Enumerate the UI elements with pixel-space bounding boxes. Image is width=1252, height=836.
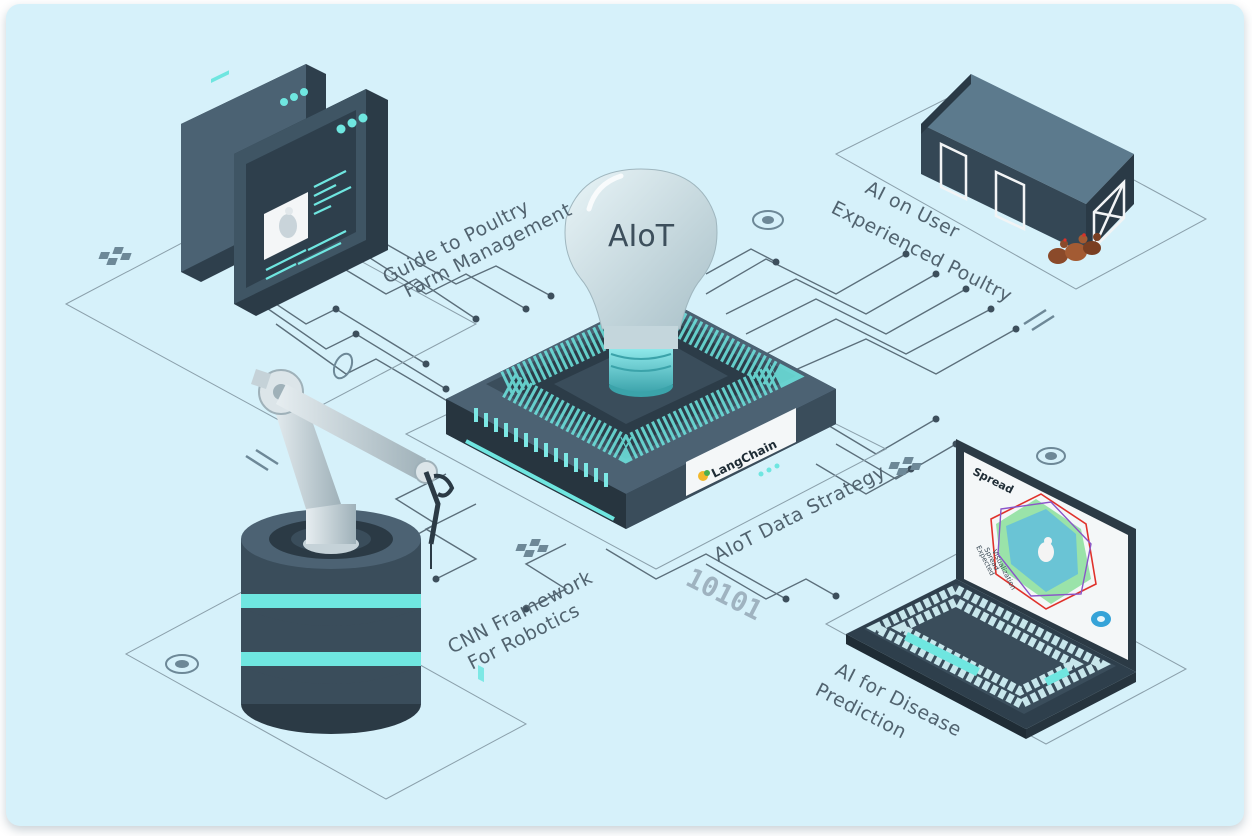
decorative-dashes: [245, 308, 1055, 472]
barn-icon: [921, 74, 1134, 264]
center-label: AIoT: [608, 219, 675, 254]
chip-pins: [478, 664, 484, 683]
hen-icons: [1048, 233, 1101, 264]
decorative-rings: [165, 210, 1066, 674]
diagram-canvas: LangChain AIoT: [6, 4, 1244, 826]
brand-logo-icon: [698, 470, 710, 481]
label-cnn: CNN Framework For Robotics: [444, 566, 596, 674]
browser-windows-icon: [181, 64, 388, 316]
binary-label: 10101: [681, 563, 767, 628]
label-data-strategy: AIoT Data Strategy: [710, 461, 889, 567]
robot-arm-icon: [241, 369, 455, 734]
label-guide: Guide to Poultry Farm Management: [379, 196, 575, 303]
decorative-tiles: [98, 247, 922, 557]
lightbulb-icon: AIoT: [564, 168, 718, 397]
laptop-screen-chart: [990, 493, 1111, 627]
diagram-svg: LangChain AIoT: [64, 64, 1208, 800]
laptop-icon: Spread Expected Spread Visualization: [846, 439, 1136, 739]
label-data-strategy-line1: AIoT Data Strategy: [710, 461, 889, 567]
